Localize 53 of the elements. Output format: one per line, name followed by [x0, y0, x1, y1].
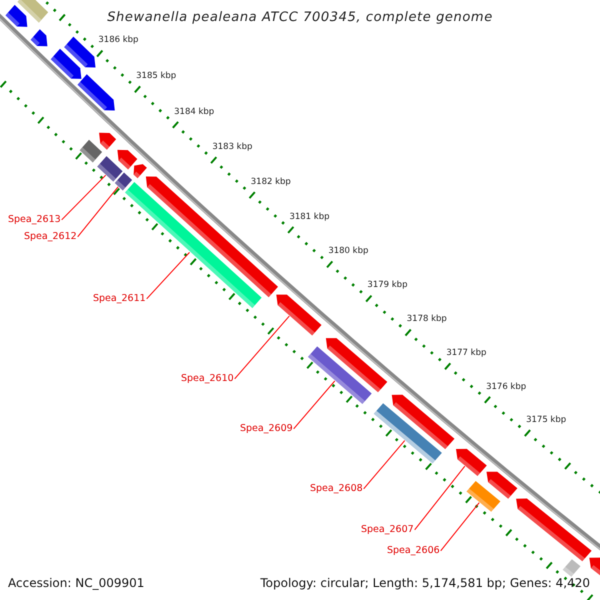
scale-label: 3185 kbp — [136, 72, 176, 81]
leader-line — [440, 502, 480, 552]
gene-label: Spea_2610 — [181, 374, 234, 384]
gene-feature — [516, 498, 592, 562]
accession-text: Accession: NC_009901 — [7, 576, 146, 590]
scale-label: 3178 kbp — [406, 315, 447, 324]
gene-feature — [78, 74, 115, 110]
gene-feature — [30, 29, 48, 46]
gene-feature — [99, 132, 116, 150]
gene-feature — [326, 338, 388, 392]
gene-label: Spea_2609 — [240, 424, 293, 434]
scale-label: 3182 kbp — [250, 178, 291, 186]
gene-feature — [456, 448, 487, 476]
gene-bar — [80, 140, 102, 162]
genome-info-text: Topology: circular; Length: 5,174,581 bp; Genes: 4,420 — [259, 576, 591, 590]
gene-feature — [64, 36, 96, 68]
leader-line — [234, 316, 290, 380]
gene-label: Spea_2607 — [361, 525, 414, 534]
gene-bar — [114, 172, 132, 190]
leader-line — [146, 252, 190, 300]
gene-bar — [374, 403, 442, 464]
scale-label: 3179 kbp — [367, 281, 408, 290]
leader-line — [363, 440, 406, 490]
gene-bar — [17, 0, 48, 23]
gene-feature — [117, 150, 138, 170]
scale-label: 3176 kbp — [486, 382, 526, 392]
gene-label: Spea_2611 — [93, 294, 146, 304]
gene-feature — [392, 394, 454, 450]
scale-label: 3175 kbp — [526, 416, 566, 424]
scale-label: 3180 kbp — [328, 247, 368, 256]
gene-bar — [308, 346, 372, 404]
scale-label: 3184 kbp — [174, 108, 214, 116]
scale-label: 3186 kbp — [98, 36, 138, 45]
gene-label: Spea_2608 — [310, 484, 363, 494]
gene-label: Spea_2606 — [387, 546, 440, 556]
leader-line — [414, 466, 466, 530]
gene-feature — [276, 294, 322, 336]
scale-label: 3177 kbp — [446, 349, 486, 358]
gene-label: Spea_2613 — [8, 215, 61, 224]
gene-feature — [134, 164, 147, 178]
diagram-title: Shewanella pealeana ATCC 700345, complete genome — [107, 11, 493, 24]
gene-feature — [589, 558, 600, 578]
leader-line — [77, 186, 119, 238]
gene-label: Spea_2612 — [24, 232, 77, 242]
gene-feature — [6, 4, 28, 27]
scale-label: 3181 kbp — [289, 212, 330, 222]
gene-feature — [50, 48, 82, 79]
scale-label: 3183 kbp — [212, 142, 252, 152]
leader-line — [61, 174, 106, 220]
gene-bar — [562, 559, 580, 577]
gene-bar — [97, 156, 123, 182]
gene-bar — [466, 481, 500, 512]
gene-feature — [486, 472, 518, 499]
